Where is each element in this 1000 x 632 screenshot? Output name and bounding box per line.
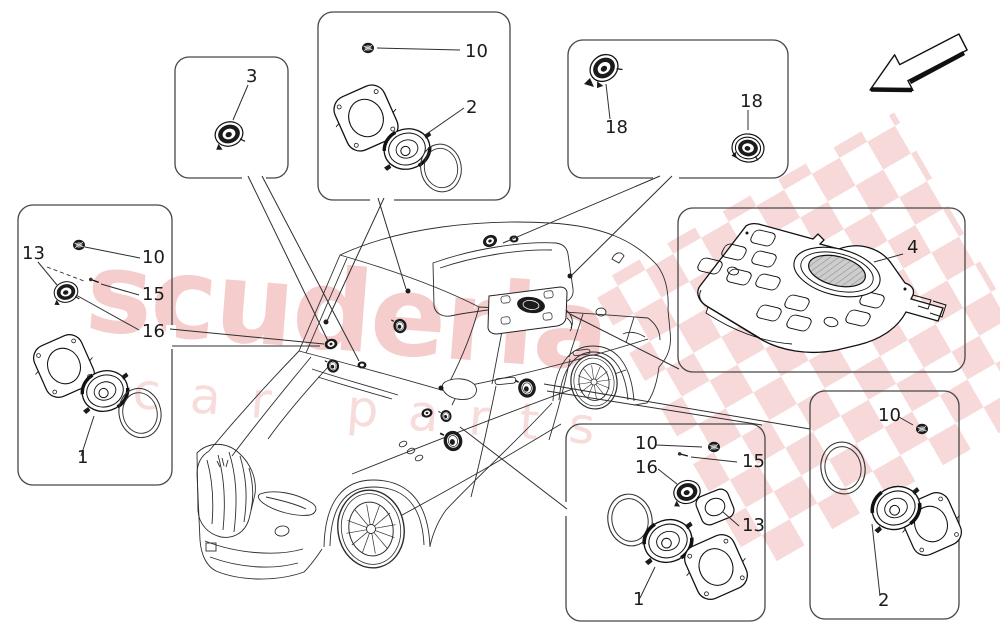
callout-2: 2	[466, 97, 477, 118]
callout-10: 10	[142, 247, 165, 268]
callout-10: 10	[878, 405, 901, 426]
callout-18: 18	[605, 117, 628, 138]
panel-border-gaps	[166, 172, 679, 516]
callout-2: 2	[878, 590, 889, 611]
car-rear-shelf-plate	[487, 286, 573, 335]
direction-arrow-icon	[869, 33, 968, 93]
callout-15: 15	[142, 284, 165, 305]
subwoofer-grille-mesh	[808, 254, 866, 288]
panel-rear-shelf-subwoofer	[677, 207, 966, 373]
car-illustration	[196, 221, 671, 580]
panel-rear-door-woofer-kit	[809, 390, 960, 620]
callout-4: 4	[907, 237, 918, 258]
clip-nut-icon	[72, 239, 86, 251]
callout-1: 1	[77, 447, 88, 468]
panel-dash-tweeter	[174, 56, 289, 179]
callout-10: 10	[635, 433, 658, 454]
callout-16: 16	[142, 321, 165, 342]
panel-to-car-leaders	[169, 175, 811, 510]
callout-15: 15	[742, 451, 765, 472]
panel-front-door-woofer-kit-content: 10 2	[325, 41, 488, 196]
panel-rear-door-woofer-kit-content: 10 2	[816, 405, 970, 611]
clip-nut-icon	[361, 42, 375, 54]
panel-rear-shelf-subwoofer-content: 4	[697, 222, 947, 353]
panel-rear-door-speaker-components-content: 10 15 16 13 1	[602, 433, 765, 610]
roof-mount-dot	[567, 273, 573, 279]
clip-nut-icon	[707, 441, 721, 453]
callout-10: 10	[465, 41, 488, 62]
callout-13: 13	[742, 515, 765, 536]
panel-front-door-woofer-kit	[317, 11, 511, 201]
clip-nut-icon	[915, 423, 929, 435]
rear-wheel	[570, 354, 618, 410]
header-mount-dot	[405, 288, 411, 294]
panel-dash-tweeter-content: 3	[208, 66, 257, 153]
panel-rear-door-speaker-components	[565, 423, 766, 622]
callout-13: 13	[22, 243, 45, 264]
callout-18: 18	[740, 91, 763, 112]
callout-16: 16	[635, 457, 658, 478]
mirror-mount-dot	[438, 385, 444, 391]
car-dash-grommet-icon	[357, 361, 367, 369]
panel-rear-tweeters-content: 18 18	[581, 48, 765, 163]
panel-front-door-speaker-components-content: 13 10 15 16 1	[22, 239, 167, 468]
callout-1: 1	[633, 589, 644, 610]
callout-3: 3	[246, 66, 257, 87]
front-wheel	[337, 489, 405, 569]
